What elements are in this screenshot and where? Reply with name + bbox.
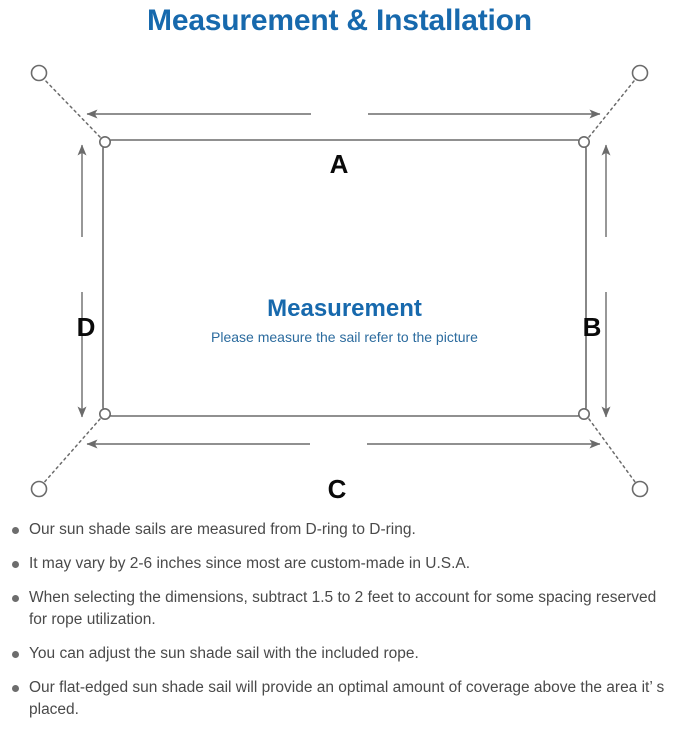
list-item: Our sun shade sails are measured from D-… <box>0 519 679 541</box>
dimension-label-b: B <box>582 312 602 342</box>
note-text: Our flat-edged sun shade sail will provi… <box>29 679 665 718</box>
anchor-bottom-left-icon <box>30 480 48 498</box>
bullet-icon <box>12 561 19 568</box>
list-item: You can adjust the sun shade sail with t… <box>0 643 679 665</box>
bullet-icon <box>12 685 19 692</box>
d-ring-bottom-right-icon <box>577 407 590 420</box>
rope-bottom-left <box>40 418 101 487</box>
dimension-label-c: C <box>327 474 347 504</box>
d-ring-top-right-icon <box>577 136 590 149</box>
sail-center-title: Measurement <box>267 295 422 322</box>
notes-list: Our sun shade sails are measured from D-… <box>0 519 679 721</box>
rope-top-right <box>588 75 639 138</box>
note-text: You can adjust the sun shade sail with t… <box>29 645 419 662</box>
dimension-label-d: D <box>76 312 96 342</box>
note-text: It may vary by 2-6 inches since most are… <box>29 555 471 572</box>
list-item: Our flat-edged sun shade sail will provi… <box>0 677 679 721</box>
note-text: When selecting the dimensions, subtract … <box>29 589 657 628</box>
bullet-icon <box>12 595 19 602</box>
anchor-top-left-icon <box>30 64 48 82</box>
dimension-label-a: A <box>329 149 349 179</box>
rope-bottom-right <box>588 418 639 487</box>
sail-center-subtitle: Please measure the sail refer to the pic… <box>211 329 478 345</box>
d-ring-top-left-icon <box>99 136 112 149</box>
d-ring-bottom-left-icon <box>99 407 112 420</box>
measurement-diagram: Measurement Please measure the sail refe… <box>0 52 679 512</box>
bullet-icon <box>12 651 19 658</box>
note-text: Our sun shade sails are measured from D-… <box>29 521 416 538</box>
anchor-top-right-icon <box>631 64 649 82</box>
rope-top-left <box>40 75 101 138</box>
bullet-icon <box>12 527 19 534</box>
anchor-bottom-right-icon <box>631 480 649 498</box>
page-title: Measurement & Installation <box>147 4 532 37</box>
list-item: When selecting the dimensions, subtract … <box>0 587 679 631</box>
list-item: It may vary by 2-6 inches since most are… <box>0 553 679 575</box>
sail-outline <box>102 139 587 417</box>
